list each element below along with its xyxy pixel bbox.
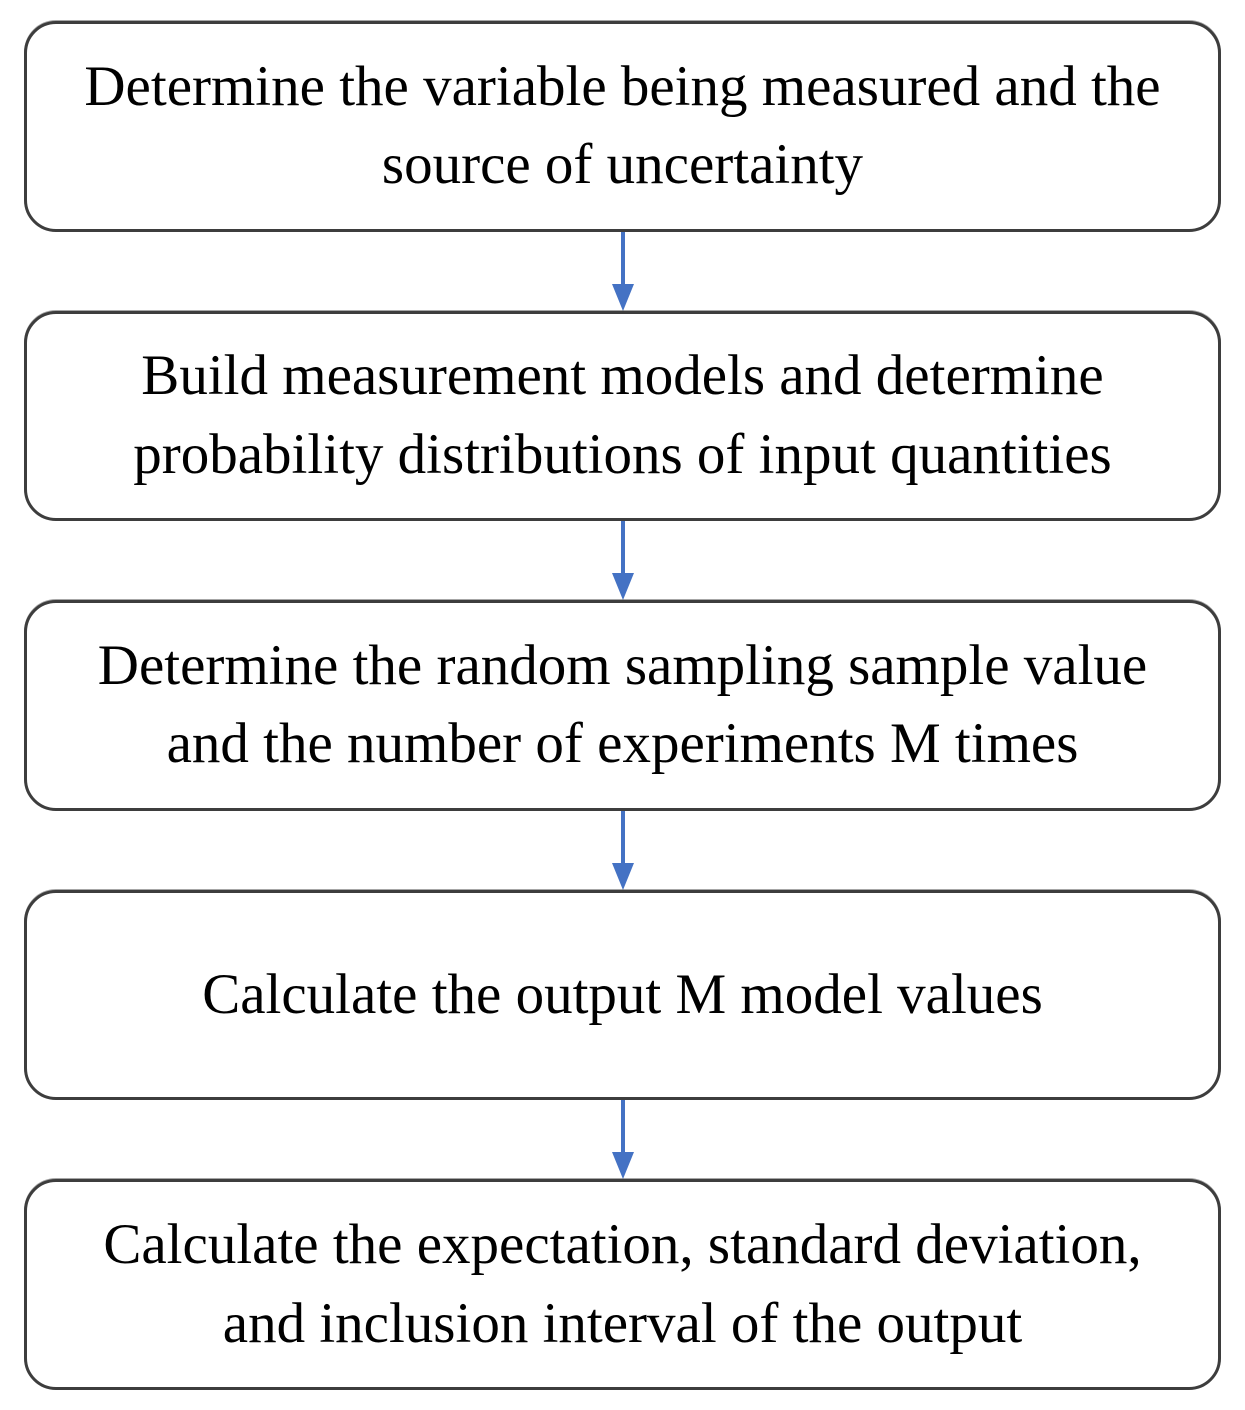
flow-step-5-label: Calculate the expectation, standard devi…	[103, 1213, 1142, 1355]
arrow-down-icon	[24, 231, 1221, 311]
flow-step-1-label: Determine the variable being measured an…	[84, 54, 1161, 197]
arrow-down-icon	[24, 521, 1221, 601]
flow-step-1: Determine the variable being measured an…	[24, 21, 1221, 232]
flow-step-2: Build measurement models and determine p…	[24, 310, 1221, 522]
arrow-down-icon	[24, 810, 1221, 890]
flow-step-3-label: Determine the random sampling sample val…	[97, 633, 1148, 776]
flow-step-3: Determine the random sampling sample val…	[24, 600, 1221, 811]
flow-step-4-label: Calculate the output M model values	[202, 962, 1043, 1026]
flow-step-5: Calculate the expectation, standard devi…	[24, 1179, 1221, 1390]
flow-step-2-label: Build measurement models and determine p…	[133, 344, 1112, 486]
arrow-down-icon	[24, 1100, 1221, 1180]
flow-step-4: Calculate the output M model values	[24, 889, 1221, 1101]
